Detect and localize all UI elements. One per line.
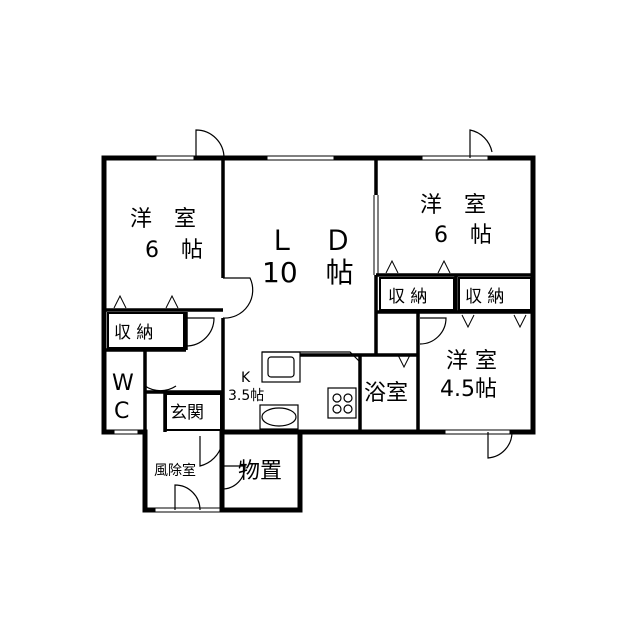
room-ld-size: 10 帖 <box>262 256 354 289</box>
room-kitchen-size: 3.5帖 <box>228 388 264 404</box>
closet-markers <box>113 259 527 369</box>
room-storeroom-name: 物置 <box>238 459 282 484</box>
room-wc-line1: W <box>112 371 134 396</box>
room-ld-name: Ｌ Ｄ <box>268 224 352 257</box>
room-kitchen-name: K <box>241 370 251 386</box>
windows <box>112 155 512 513</box>
room-windbreak-name: 風除室 <box>154 462 196 479</box>
room-western-small-name: 洋 室 <box>446 349 497 374</box>
interior-walls <box>104 158 533 432</box>
room-western-left-size: 6 帖 <box>145 238 203 263</box>
room-western-left-name: 洋 室 <box>130 207 196 232</box>
room-bath-name: 浴室 <box>364 381 408 406</box>
room-wc-line2: C <box>114 399 129 424</box>
door-swings <box>144 129 513 511</box>
storage-boxes <box>107 277 532 431</box>
kitchen-fixtures <box>259 351 361 430</box>
room-western-small-size: 4.5帖 <box>440 377 497 402</box>
storage-right-b-label: 収 納 <box>465 287 504 307</box>
storage-right-a-label: 収 納 <box>388 287 427 307</box>
room-western-right-size: 6 帖 <box>434 223 492 248</box>
storage-left-label: 収 納 <box>114 323 153 343</box>
room-entrance-name: 玄関 <box>170 403 204 423</box>
exterior-walls <box>101 155 536 513</box>
room-western-right-name: 洋 室 <box>420 193 486 218</box>
